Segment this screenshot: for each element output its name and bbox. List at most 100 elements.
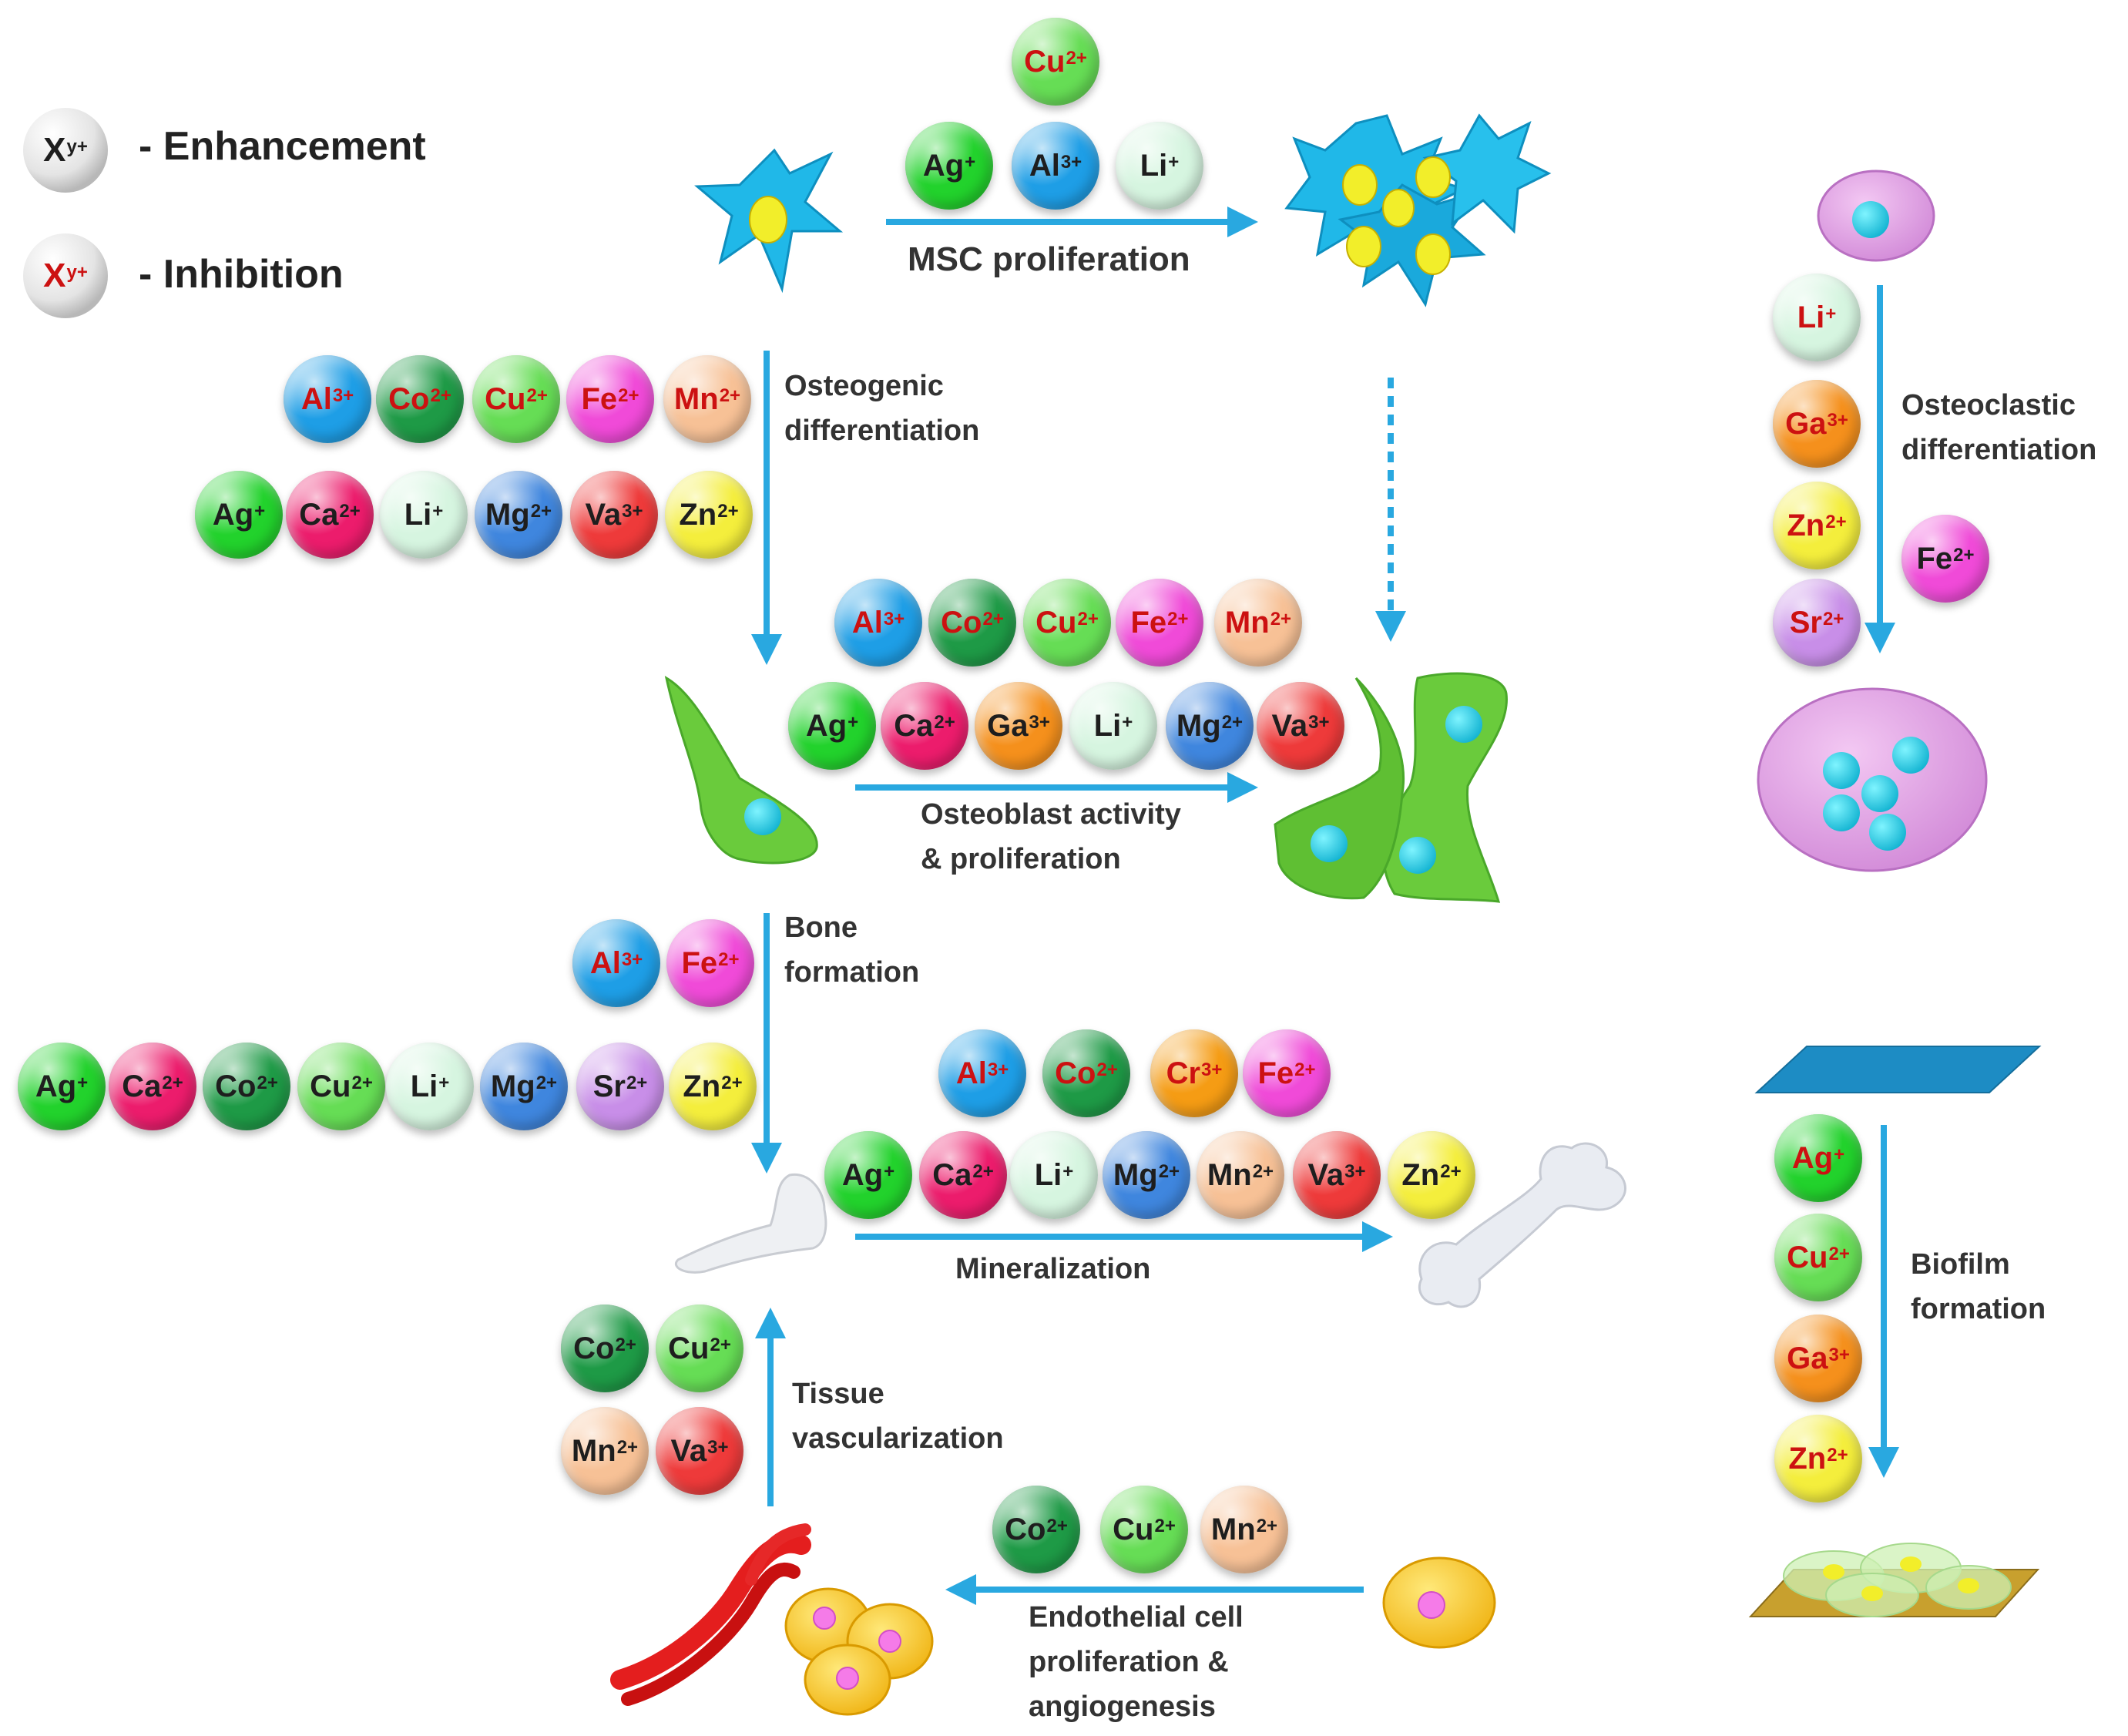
ion-charge: 2+ [1825, 512, 1847, 532]
ion-ag-ball: Ag+ [824, 1131, 912, 1219]
ion-symbol: Ga [1787, 1341, 1828, 1375]
ion-charge: 3+ [1060, 152, 1082, 173]
biofilm-icon [1748, 1543, 2040, 1617]
ion-li-ball: Li+ [1069, 682, 1157, 770]
ion-charge: 3+ [883, 609, 905, 630]
ion-symbol: Al [300, 381, 332, 416]
ion-symbol: Va [1307, 1157, 1344, 1192]
ion-symbol: Mg [490, 1069, 535, 1103]
ion-charge: 2+ [1270, 609, 1292, 630]
ion-charge: 3+ [1201, 1059, 1223, 1080]
osteoblast-cell-icon [664, 676, 818, 865]
ion-symbol: Mn [1210, 1512, 1256, 1546]
ion-symbol: Sr [1789, 605, 1822, 640]
label-line: proliferation & [1029, 1646, 1229, 1678]
ion-charge: 2+ [615, 1335, 636, 1355]
ion-charge: 2+ [1827, 1445, 1848, 1466]
ion-symbol: Mg [485, 497, 530, 532]
ion-charge: 2+ [1096, 1059, 1118, 1080]
ion-charge: 2+ [1828, 1244, 1850, 1264]
label-osteoblast-activity: Osteoblast activity & proliferation [921, 792, 1181, 881]
ion-symbol: Ca [932, 1157, 972, 1192]
ion-symbol: Al [851, 605, 883, 640]
ion-charge: 2+ [1046, 1516, 1068, 1536]
ion-symbol: Zn [679, 497, 717, 532]
label-line: & proliferation [921, 843, 1121, 875]
ion-charge: 2+ [718, 949, 740, 970]
ion-charge: + [254, 501, 266, 522]
ion-symbol: Va [670, 1433, 707, 1468]
label-osteoclastic-differentiation: Osteoclastic differentiation [1901, 383, 2096, 472]
ion-symbol: Cu [1035, 605, 1077, 640]
label-osteogenic-differentiation: Osteogenic differentiation [784, 364, 979, 453]
ion-symbol: Ag [212, 497, 254, 532]
ion-symbol: Fe [1916, 541, 1953, 576]
ion-charge: 2+ [1953, 545, 1975, 566]
ion-charge: 3+ [621, 949, 643, 970]
label-line: Osteoclastic [1901, 389, 2076, 421]
msc-cluster-icon [1284, 113, 1552, 307]
osteoclast-precursor-icon [1817, 170, 1935, 262]
legend-inhibition-label: - Inhibition [139, 252, 344, 297]
blood-vessel-icon [610, 1523, 811, 1706]
ion-charge: 2+ [972, 1161, 994, 1182]
ion-charge: 2+ [717, 501, 739, 522]
ion-charge: 2+ [162, 1073, 183, 1093]
label-line: formation [1911, 1293, 2046, 1325]
ion-ag-ball: Ag+ [905, 122, 993, 210]
label-line: Tissue [792, 1378, 884, 1410]
ion-symbol: Mn [1224, 605, 1270, 640]
ion-symbol: Ga [1785, 406, 1827, 441]
ion-symbol: Zn [683, 1069, 721, 1103]
label-line: Osteoblast activity [921, 798, 1181, 831]
ion-symbol: Cu [1113, 1512, 1154, 1546]
ion-symbol: Cu [668, 1331, 710, 1365]
ion-symbol: Cu [1024, 44, 1066, 79]
ion-ag-ball: Ag+ [18, 1043, 106, 1130]
ion-symbol: Li [404, 497, 432, 532]
ion-charge: 3+ [1308, 712, 1330, 733]
ion-charge: + [1834, 1144, 1845, 1165]
ion-charge: 3+ [987, 1059, 1009, 1080]
ion-charge: + [884, 1161, 895, 1182]
ion-symbol: Ag [922, 148, 965, 183]
label-line: differentiation [1901, 434, 2097, 466]
ion-ag-ball: Ag+ [788, 682, 876, 770]
ion-charge: 2+ [1256, 1516, 1278, 1536]
ion-charge: + [438, 1073, 450, 1093]
ion-charge: 3+ [622, 501, 643, 522]
small-bone-icon [675, 1173, 827, 1274]
ion-symbol: Cu [485, 381, 526, 416]
ion-charge: + [1122, 712, 1133, 733]
ion-charge: 2+ [257, 1073, 278, 1093]
msc-cell-icon [694, 148, 844, 294]
ion-li-ball: Li+ [1010, 1131, 1098, 1219]
endothelial-cell-icon [1382, 1556, 1496, 1649]
ion-li-ball: Li+ [386, 1043, 474, 1130]
ion-li-ball: Li+ [1773, 274, 1861, 361]
ion-charge: 2+ [616, 1437, 639, 1458]
ion-symbol: Zn [1787, 508, 1825, 542]
